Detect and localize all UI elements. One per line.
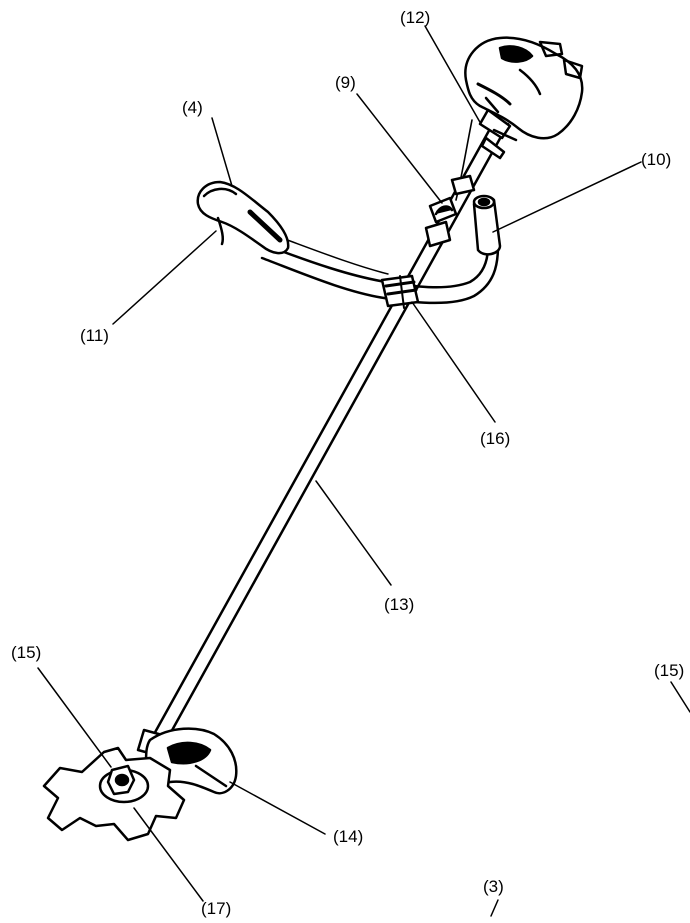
handlebar — [260, 237, 500, 305]
label-15-left: (15) — [11, 643, 42, 662]
label-15-right: (15) — [654, 661, 685, 680]
handlebar-clamp — [380, 274, 420, 309]
blade-nut — [106, 764, 136, 796]
engine-unit — [464, 36, 584, 160]
right-grip — [472, 194, 502, 256]
label-17: (17) — [201, 899, 232, 918]
label-3: (3) — [483, 877, 504, 896]
label-13: (13) — [384, 595, 415, 614]
label-11: (11) — [80, 326, 109, 345]
label-16: (16) — [480, 429, 511, 448]
label-10: (10) — [641, 150, 672, 169]
label-9: (9) — [335, 73, 356, 92]
leader-lines — [37, 25, 690, 917]
label-14: (14) — [333, 827, 364, 846]
label-12: (12) — [400, 8, 431, 27]
left-grip — [196, 180, 290, 255]
label-4: (4) — [182, 98, 203, 117]
shaft-clamp — [424, 174, 476, 248]
